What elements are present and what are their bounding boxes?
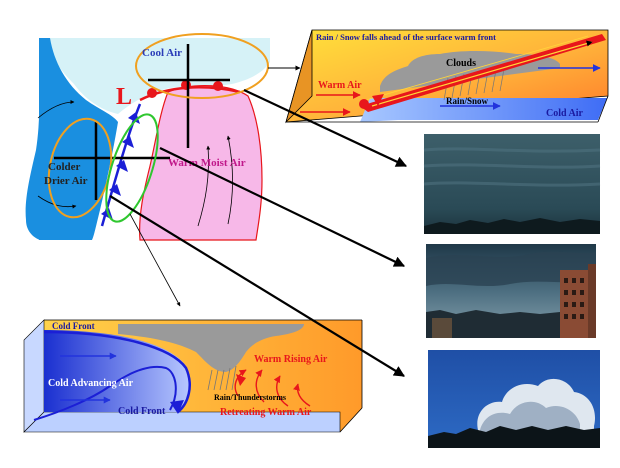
warm-air-label: Warm Air [318,80,362,91]
low-pressure-symbol: L [116,84,132,110]
cold-advancing-air-label: Cold Advancing Air [48,378,134,389]
cold-front-bottom-label: Cold Front [118,406,166,417]
storm-clouds-building-photo [426,244,596,338]
cumulus-cloud-photo [428,350,600,448]
cool-air-region [48,38,270,114]
warm-front-highlight [135,33,269,99]
warm-front-cold-wedge [360,96,608,122]
thunderstorm-rain [207,365,237,391]
cold-front-triangle [109,184,121,196]
warm-rising-air-label: Warm Rising Air [254,354,328,365]
rain-thunderstorms-label: Rain/Thunderstorms [214,393,286,402]
colder-drier-air-label-1: Colder [48,161,81,173]
cold-advancing-air-wedge [44,330,191,412]
cold-front-surface [43,330,191,413]
connector-arrows [109,65,407,377]
connector-to-storm-photo [159,147,405,267]
cold-front-triangle [122,136,134,148]
cool-air-label: Cool Air [142,47,182,59]
warm-moist-air-label: Warm Moist Air [168,157,246,169]
cold-front-highlight [105,113,159,223]
cold-air-label: Cold Air [546,108,584,119]
warm-front-bump [147,88,157,98]
warm-front-semicircle [372,94,384,106]
warm-front-panel-title: Rain / Snow falls ahead of the surface w… [316,32,496,42]
warm-front-panel: Rain / Snow falls ahead of the surface w… [285,29,609,124]
retreating-warm-air-label: Retreating Warm Air [220,407,312,418]
cold-front-warm-semicircle [236,374,246,386]
connector-to-cumulus-photo [109,195,405,377]
cold-front-triangle [128,112,140,124]
cold-front-storm-cloud [118,324,304,372]
warm-front-bump [213,81,223,91]
cold-front-panel: Cold Front Warm Rising Air Cold Advancin… [23,319,363,433]
rain-snow-label: Rain/Snow [446,96,489,106]
cold-front-panel-title: Cold Front [52,321,95,331]
warm-front-surface [360,34,606,112]
connector-to-overcast-photo [243,89,407,167]
cold-front-triangle [116,160,128,172]
overcast-sky-photo [423,134,601,234]
warm-front-semicircle [359,99,369,109]
colder-drier-air-label-2: Drier Air [44,175,88,187]
clouds-label: Clouds [446,58,476,69]
cold-front-triangle [170,400,184,414]
connector-to-cold-front-panel [129,213,181,307]
warm-front-bump [181,80,191,90]
weather-map: L Cool Air Colder Drier Air Warm Moist A… [25,33,270,241]
